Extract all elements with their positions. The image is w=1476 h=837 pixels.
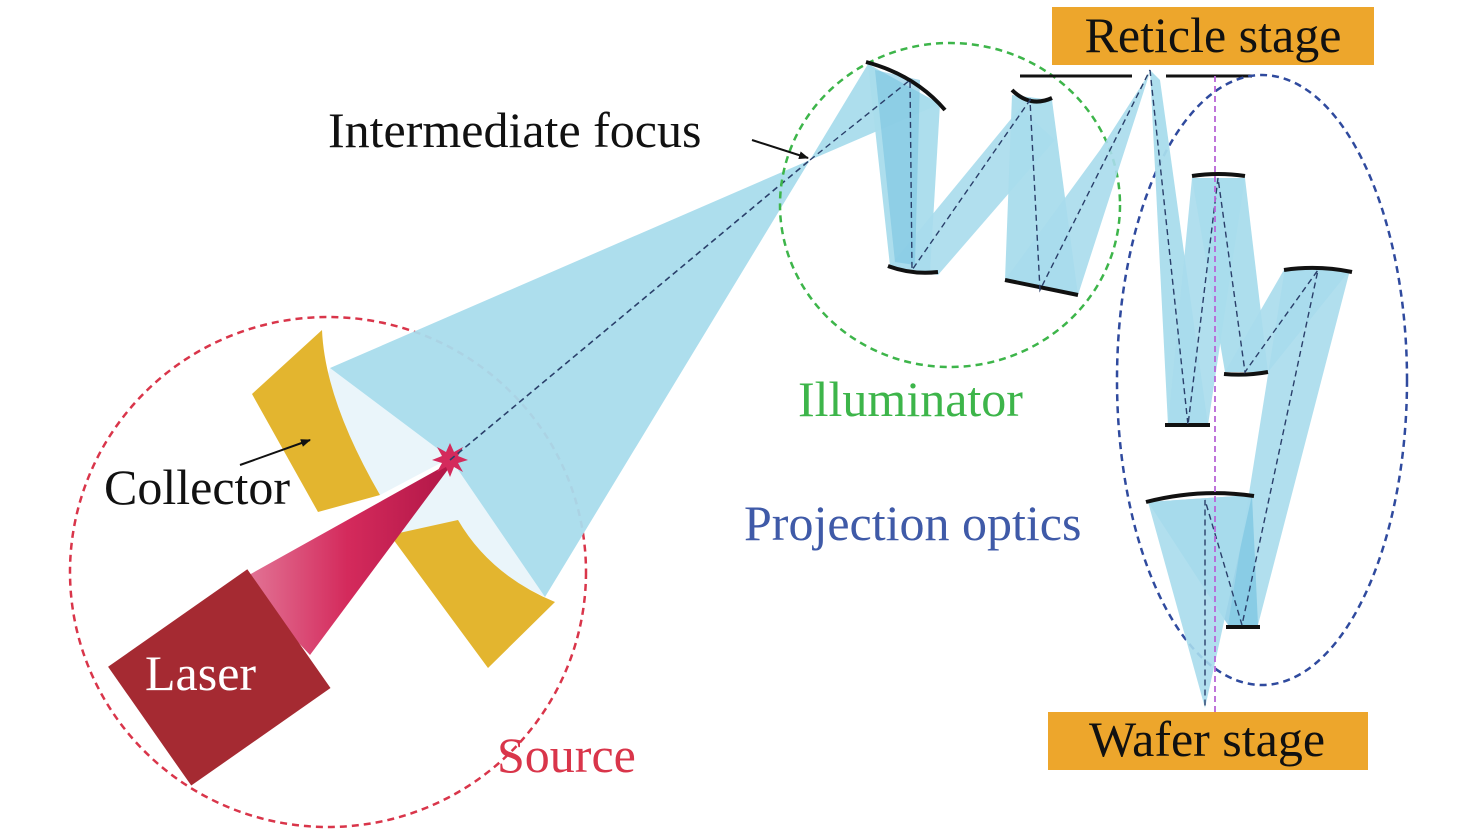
collector-mirror-lower [390,520,555,668]
projection-optics-label: Projection optics [744,495,1081,551]
source-optical-axis [449,159,811,461]
illuminator-region-circle [778,41,1122,369]
wafer-stage-box [1048,712,1368,770]
laser-box [108,569,331,786]
illuminator-beam-5 [1005,72,1150,295]
projection-mirror-5 [1145,491,1255,504]
intermediate-focus-label: Intermediate focus [328,102,701,158]
source-beam-cone [330,160,810,597]
illuminator-label: Illuminator [798,371,1023,427]
source-label: Source [497,727,636,783]
laser-beam [240,460,455,655]
projection-mirror-4 [1283,265,1353,274]
reticle-stage-label: Reticle stage [1085,7,1342,63]
projection-beam-3 [1192,178,1268,372]
collector-glow-lower [395,458,545,597]
source-region-circle [68,315,588,829]
collector-arrow [239,439,311,466]
illuminator-mirror-2 [887,264,939,275]
illuminator-mirror-1 [865,60,947,112]
projection-beam-5 [1228,268,1350,625]
illuminator-mirror-3 [1010,88,1053,104]
intermediate-focus-arrow [751,139,809,160]
projection-mirror-1 [1191,172,1246,178]
projection-beam-7 [1148,495,1252,708]
projection-mirror-3 [1223,370,1269,377]
illuminator-optical-axis [809,69,1151,293]
wafer-stage-label: Wafer stage [1089,711,1325,767]
illuminator-mirror-4 [1004,278,1079,297]
projection-optical-path [1149,69,1319,708]
laser-label: Laser [145,645,256,701]
projection-optics-region-circle [1115,73,1409,687]
collector-mirror-upper [252,330,380,512]
illuminator-beam-dark [875,70,920,265]
reticle-stage-box [1052,7,1374,65]
collector-label: Collector [104,459,290,515]
